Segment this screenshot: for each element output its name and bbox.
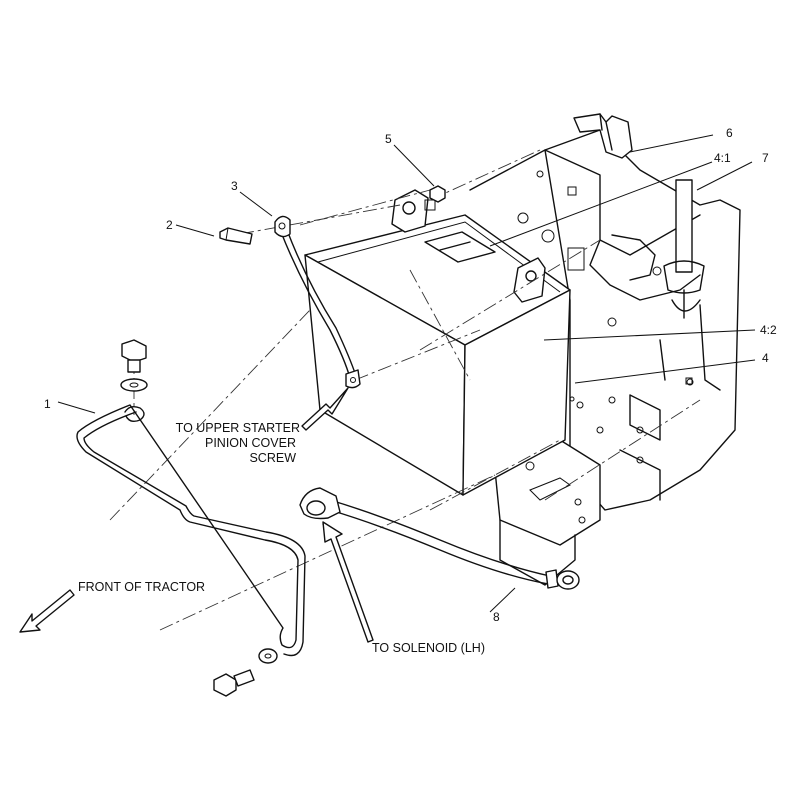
note-front-of-tractor: FRONT OF TRACTOR xyxy=(78,580,205,594)
nut xyxy=(429,185,446,203)
bolt xyxy=(219,227,253,245)
callout-6: 6 xyxy=(726,126,733,140)
callout-5: 5 xyxy=(385,132,392,146)
leader-lines xyxy=(57,134,756,613)
callout-labels: 1 2 3 5 6 4:1 7 4:2 4 8 xyxy=(44,126,777,624)
assembly-center-lines xyxy=(109,149,701,631)
callout-4: 4 xyxy=(762,351,769,365)
pointer-arrow-solenoid xyxy=(322,521,374,643)
note-upper-starter-line1: TO UPPER STARTER xyxy=(176,421,300,435)
hold-down-rod xyxy=(663,179,705,319)
battery xyxy=(304,189,575,496)
callout-2: 2 xyxy=(166,218,173,232)
ground-strap xyxy=(76,339,306,697)
positive-cable xyxy=(299,487,580,590)
note-upper-starter: TO UPPER STARTER PINION COVER SCREW xyxy=(176,421,300,465)
note-upper-starter-line3: SCREW xyxy=(249,451,296,465)
callout-4-2: 4:2 xyxy=(760,323,777,337)
callout-1: 1 xyxy=(44,397,51,411)
note-to-solenoid: TO SOLENOID (LH) xyxy=(372,641,485,655)
front-of-tractor-arrow xyxy=(19,589,75,633)
note-upper-starter-line2: PINION COVER xyxy=(205,436,296,450)
pointer-arrow-upper-starter xyxy=(301,387,349,431)
terminal-boot xyxy=(573,113,633,159)
callout-4-1: 4:1 xyxy=(714,151,731,165)
negative-cable xyxy=(274,215,361,389)
callout-7: 7 xyxy=(762,151,769,165)
callout-3: 3 xyxy=(231,179,238,193)
callout-8: 8 xyxy=(493,610,500,624)
